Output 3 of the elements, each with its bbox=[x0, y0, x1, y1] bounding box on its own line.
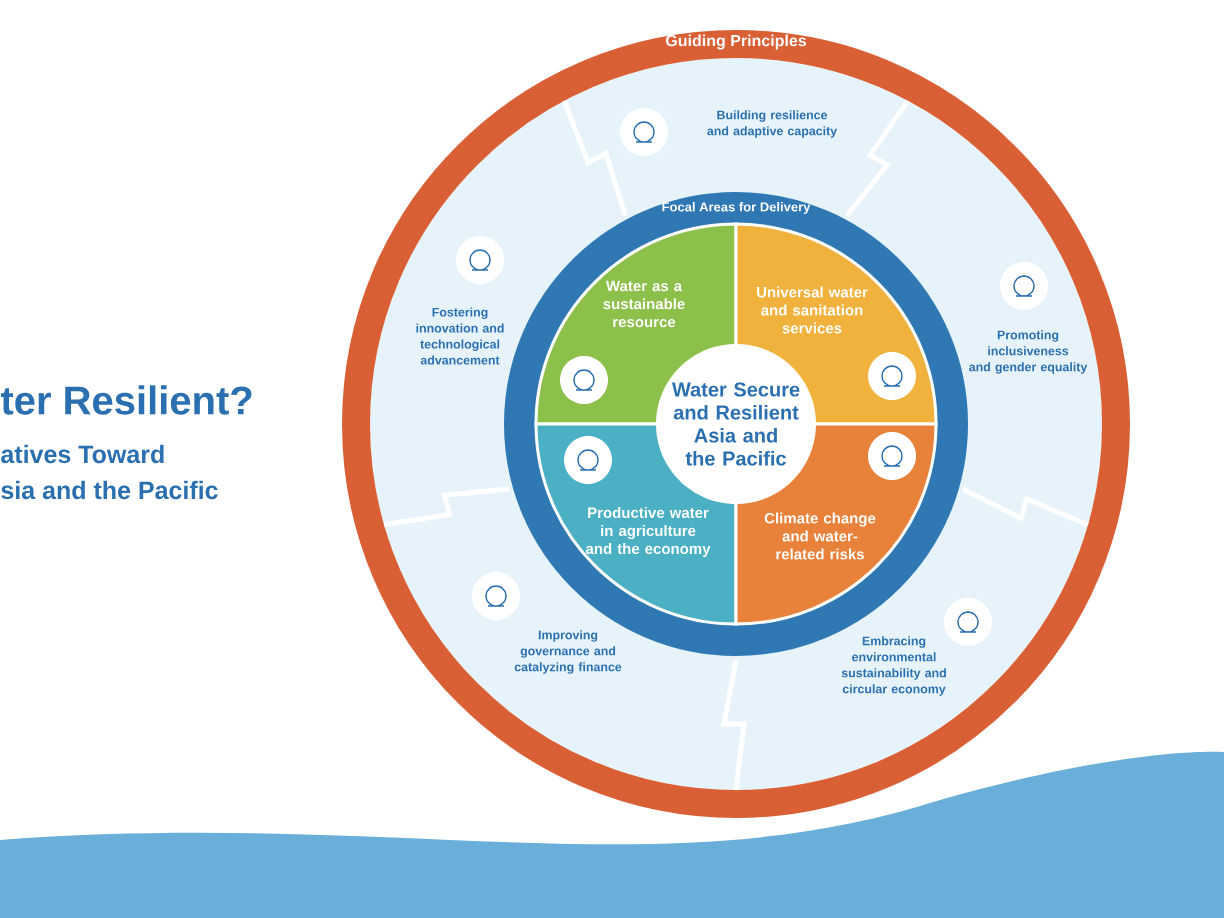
title-text: ter Resilient? bbox=[0, 385, 252, 415]
subtitle-text: sia and the Pacific bbox=[1, 480, 218, 500]
subtitle-text: atives Toward bbox=[1, 444, 164, 464]
